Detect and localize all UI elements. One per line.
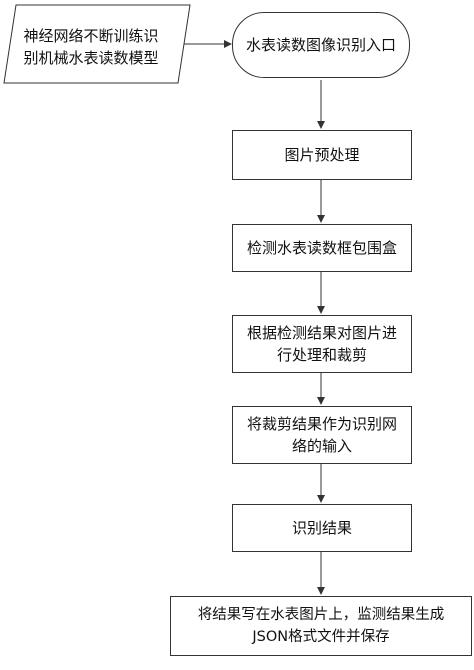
step-save-json-line2: JSON格式文件并保存 xyxy=(252,629,390,645)
step-recognition-input: 将裁剪结果作为识别网 络的输入 xyxy=(232,406,412,464)
step-detect-bbox-line1: 检测水表读数框包围盒 xyxy=(246,239,397,257)
start-terminal: 水表读数图像识别入口 xyxy=(232,12,410,78)
step-result: 识别结果 xyxy=(232,504,412,552)
step-detect-bbox: 检测水表读数框包围盒 xyxy=(232,224,412,272)
model-note-line2: 别机械水表读数模型 xyxy=(23,49,159,67)
model-note-line1: 神经网络不断训练识 xyxy=(23,27,159,45)
step-preprocess: 图片预处理 xyxy=(232,130,412,180)
step-save-json-line1: 将结果写在水表图片上，监测结果生成 xyxy=(197,607,445,623)
step-crop-line2: 行处理和裁剪 xyxy=(276,346,367,364)
step-crop-line1: 根据检测结果对图片进 xyxy=(246,324,397,342)
model-note: 神经网络不断训练识 别机械水表读数模型 xyxy=(8,22,174,72)
step-save-json: 将结果写在水表图片上，监测结果生成 JSON格式文件并保存 xyxy=(170,596,472,656)
model-note-shape xyxy=(3,4,191,84)
step-result-line1: 识别结果 xyxy=(291,519,352,537)
step-crop: 根据检测结果对图片进 行处理和裁剪 xyxy=(232,315,412,373)
step-preprocess-line1: 图片预处理 xyxy=(284,146,360,164)
step-recognition-input-line2: 络的输入 xyxy=(291,437,352,455)
start-label: 水表读数图像识别入口 xyxy=(245,36,396,54)
step-recognition-input-line1: 将裁剪结果作为识别网 xyxy=(246,415,397,433)
